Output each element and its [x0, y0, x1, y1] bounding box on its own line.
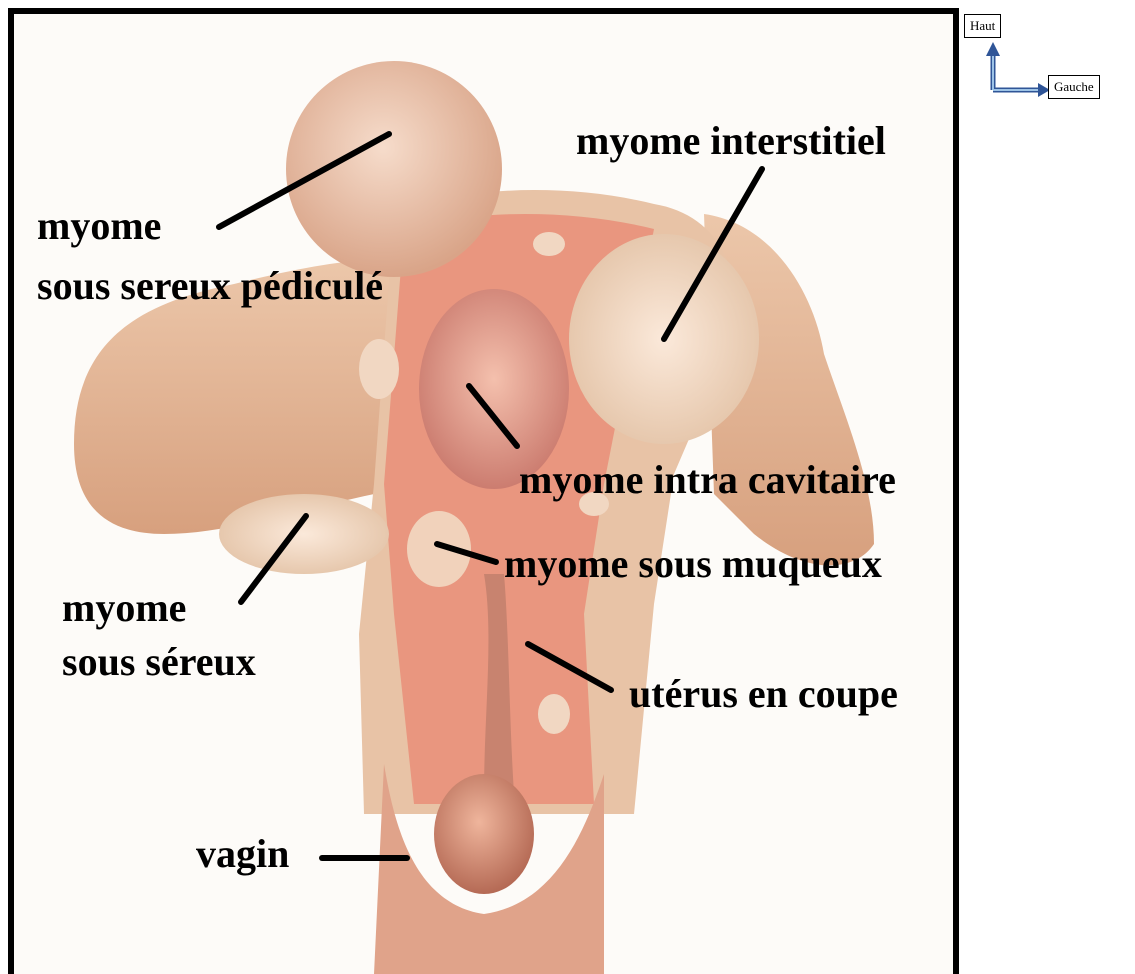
label-vagin: vagin: [196, 834, 289, 874]
label-myome-sous-sereux-line2: sous séreux: [62, 642, 256, 682]
subserous-fibroid: [219, 494, 389, 574]
label-myome-interstitiel: myome interstitiel: [576, 121, 886, 161]
label-myome-sous-muqueux: myome sous muqueux: [504, 544, 882, 584]
small-fibroid-1: [533, 232, 565, 256]
anatomy-figure: myome sous sereux pédiculé myome interst…: [8, 8, 959, 974]
vagina-opening: [434, 774, 534, 894]
pedunculated-fibroid: [286, 61, 502, 277]
label-myome-pedicule-line2: sous sereux pédiculé: [37, 266, 383, 306]
label-myome-intra-cavitaire: myome intra cavitaire: [519, 460, 896, 500]
label-myome-sous-sereux-line1: myome: [62, 588, 186, 628]
label-myome-pedicule-line1: myome: [37, 206, 161, 246]
up-arrowhead: [986, 42, 1000, 56]
label-uterus-en-coupe: utérus en coupe: [629, 674, 898, 714]
small-fibroid-2: [359, 339, 399, 399]
small-fibroid-3: [538, 694, 570, 734]
orientation-left-label: Gauche: [1048, 75, 1100, 99]
orientation-up-label: Haut: [964, 14, 1001, 38]
